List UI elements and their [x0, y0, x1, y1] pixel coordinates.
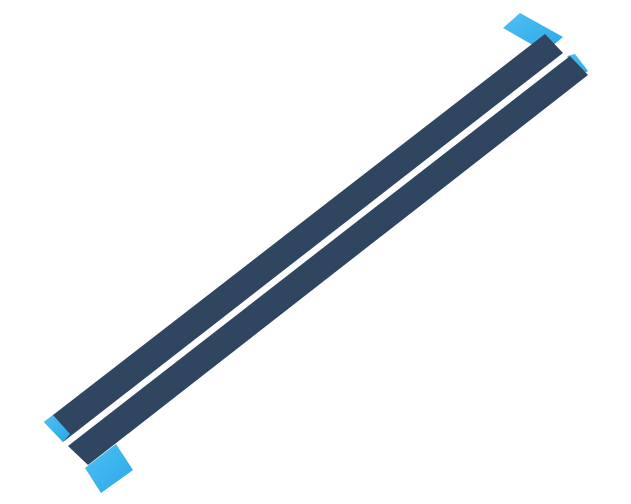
upper-strip-body — [44, 34, 563, 442]
lower-strip — [68, 54, 588, 493]
upper-strip — [44, 13, 563, 442]
lower-strip-body — [68, 56, 588, 465]
lower-strip-bottom-tab — [85, 444, 133, 493]
upper-strip-bottom-tab — [44, 415, 70, 442]
